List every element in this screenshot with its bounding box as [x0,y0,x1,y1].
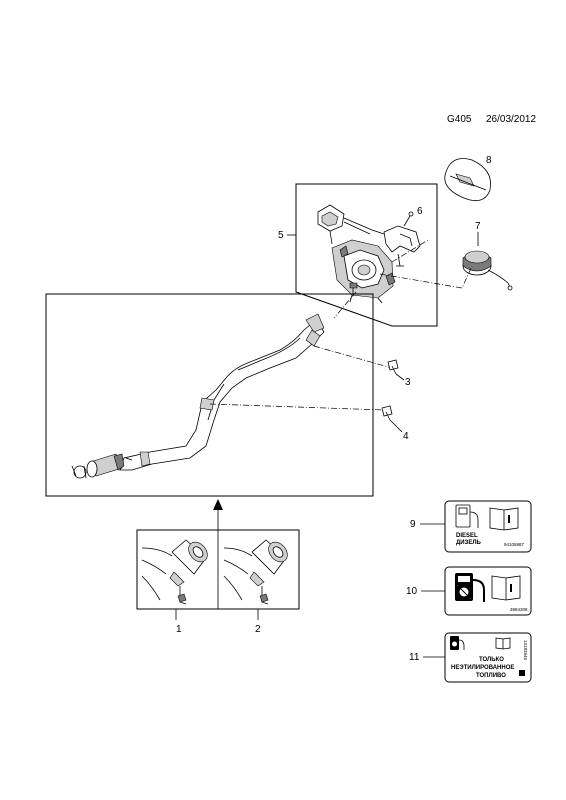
screw-3 [387,359,399,375]
callout-10: 10 [406,586,418,597]
label-10-code: 3984308 [510,607,528,612]
callout-4: 4 [403,431,409,442]
fuel-label-9: DIESEL ДИЗЕЛЬ 94105887 [444,500,532,553]
housing-screw [349,282,358,296]
callout-1: 1 [176,624,182,635]
callout-11: 11 [409,652,420,663]
callout-7: 7 [475,221,481,232]
filler-neck-pipe [71,313,393,479]
label-11-line1: ТОЛЬКО [479,657,504,663]
manual-book-icon [489,507,519,531]
fuel-door-frame [295,183,438,327]
callout-8: 8 [486,155,492,166]
fuel-pump-icon [455,573,485,602]
label-11-line3: ТОПЛИВО [476,673,506,679]
callout-9: 9 [410,519,416,530]
label-9-code: 94105887 [504,542,525,547]
label-11-code: 13183946 [523,640,528,661]
screw-4 [381,405,393,421]
fuel-label-10: 3984308 [444,566,532,616]
variant-1-illustration [141,539,208,605]
diagram-code: G405 [447,114,472,125]
upper-bracket [317,204,391,245]
label-11-line2: НЕЭТИЛИРОВАННОЕ [451,665,514,671]
fuel-cap [462,250,513,291]
fuel-pump-icon [450,636,465,650]
fuel-pump-icon [455,504,479,528]
manual-book-icon [491,575,521,601]
variant-2-illustration [223,539,288,605]
neck-end-fitting [71,453,133,479]
label-9-diesel: DIESEL [456,533,478,539]
callout-5: 5 [278,230,284,241]
filler-housing [331,239,396,304]
filler-neck-frame [45,293,374,497]
fuel-label-11: ТОЛЬКО НЕЭТИЛИРОВАННОЕ ТОПЛИВО 13183946 [444,632,532,683]
manual-book-icon [495,637,511,650]
label-9-diesel-ru: ДИЗЕЛЬ [456,540,482,546]
callout-2: 2 [255,624,261,635]
pipe-clamps [139,313,325,467]
label-11-mark [519,670,525,676]
hinge-part [383,211,421,267]
callout-6: 6 [417,206,423,217]
fuel-door-flap [444,158,491,202]
diagram-date: 26/03/2012 [486,114,536,125]
assembly-arrow [213,499,223,530]
callout-3: 3 [405,377,411,388]
fuel-door-group [295,158,513,327]
